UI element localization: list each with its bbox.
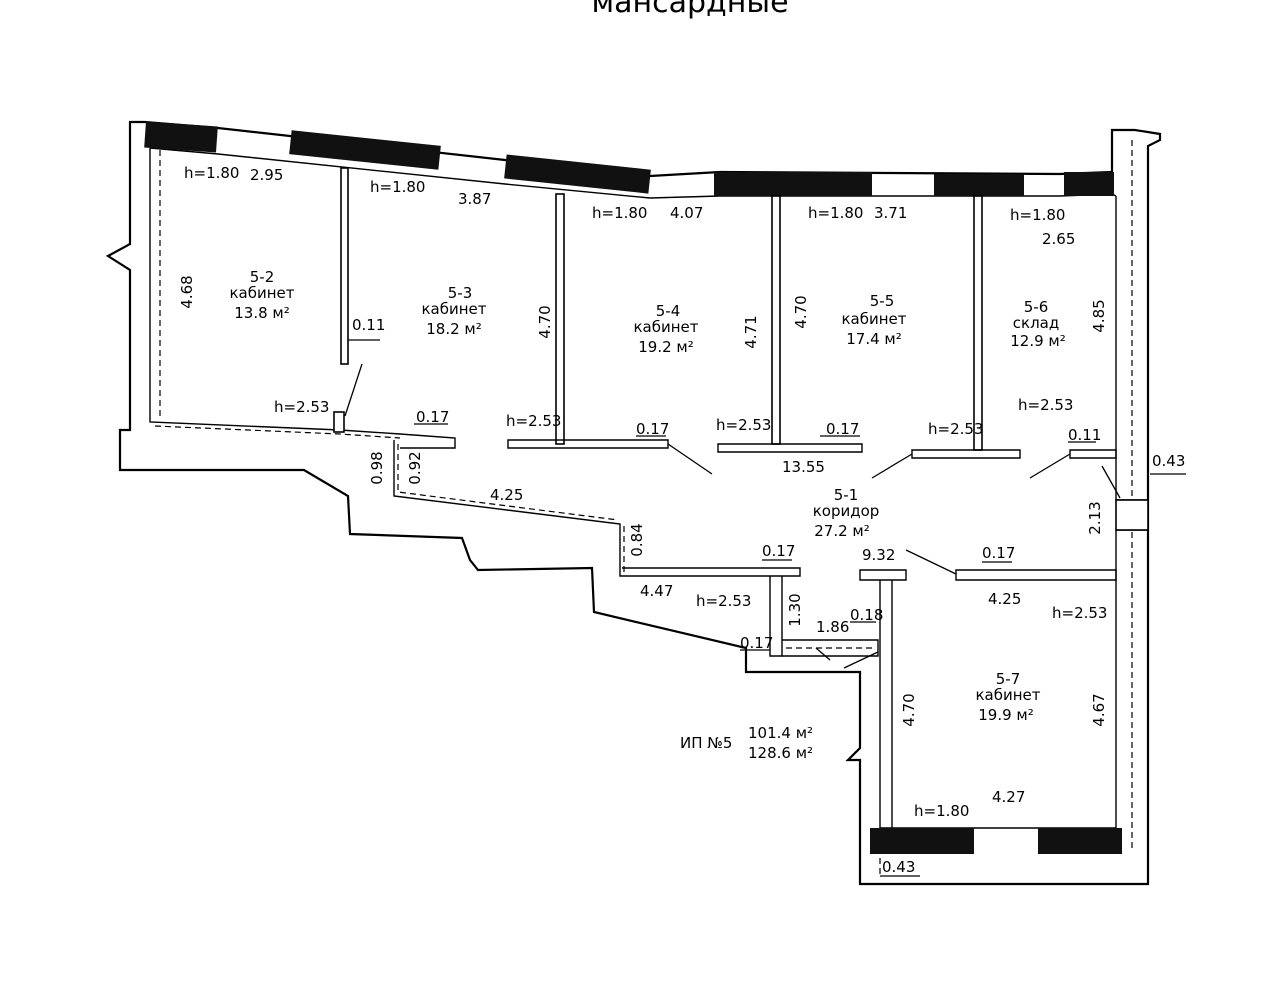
outer-walls (105, 120, 1162, 886)
dimension: 4.67 (1090, 693, 1108, 726)
dimension: 0.11 (1068, 426, 1101, 444)
dimension: 4.71 (742, 315, 760, 348)
dimension: 0.11 (352, 316, 385, 334)
room-id: 5-7 (996, 670, 1021, 688)
room-id: 5-1 (834, 486, 859, 504)
dimension: 0.17 (636, 420, 669, 438)
room-area: 13.8 м² (234, 304, 290, 322)
dimension: 0.98 (368, 451, 386, 484)
room-id: 5-4 (656, 302, 681, 320)
height-marks: h=1.80 h=1.80 h=1.80 h=1.80 h=1.80 h=1.8… (184, 164, 1107, 820)
room-area: 18.2 м² (426, 320, 482, 338)
room-name: склад (1013, 314, 1059, 332)
dimension: 2.65 (1042, 230, 1075, 248)
room-labels: 5-2 кабинет 13.8 м² 5-3 кабинет 18.2 м² … (229, 268, 1065, 724)
dimension: 9.32 (862, 546, 895, 564)
room-area: 12.9 м² (1010, 332, 1066, 350)
room-id: 5-6 (1024, 298, 1049, 316)
dimension: 4.27 (992, 788, 1025, 806)
dimension: 4.68 (178, 275, 196, 308)
height-label: h=1.80 (592, 204, 647, 222)
dimension: 2.13 (1086, 501, 1104, 534)
dimension: 0.43 (882, 858, 915, 876)
dimension: 13.55 (782, 458, 825, 476)
height-label: h=2.53 (274, 398, 329, 416)
dimension: 0.17 (982, 544, 1015, 562)
area-total-2: 128.6 м² (748, 744, 813, 762)
height-label: h=2.53 (1052, 604, 1107, 622)
height-label: h=2.53 (696, 592, 751, 610)
dimension: 1.86 (816, 618, 849, 636)
room-area: 19.9 м² (978, 706, 1034, 724)
height-label: h=2.53 (1018, 396, 1073, 414)
dimension: 0.84 (628, 523, 646, 556)
plan-title: мансардные (591, 0, 788, 20)
dimension: 0.17 (416, 408, 449, 426)
room-id: 5-5 (870, 292, 895, 310)
dimension: 4.07 (670, 204, 703, 222)
dimension: 4.47 (640, 582, 673, 600)
dimension: 4.85 (1090, 299, 1108, 332)
dimension: 0.92 (406, 451, 424, 484)
dimension: 3.87 (458, 190, 491, 208)
height-label: h=2.53 (506, 412, 561, 430)
room-name: кабинет (841, 310, 906, 328)
room-area: 17.4 м² (846, 330, 902, 348)
height-label: h=1.80 (184, 164, 239, 182)
height-label: h=2.53 (928, 420, 983, 438)
room-id: 5-2 (250, 268, 275, 286)
height-label: h=1.80 (370, 178, 425, 196)
dimension: 2.95 (250, 166, 283, 184)
room-name: коридор (813, 502, 880, 520)
room-name: кабинет (633, 318, 698, 336)
dimension: 4.70 (792, 295, 810, 328)
height-label: h=1.80 (914, 802, 969, 820)
dimension-labels: 2.95 3.87 4.07 3.71 2.65 4.68 0.11 4.70 … (178, 166, 1185, 876)
windows (144, 121, 1149, 854)
room-name: кабинет (229, 284, 294, 302)
room-name: кабинет (421, 300, 486, 318)
dimension: 4.25 (988, 590, 1021, 608)
dimension: 0.43 (1152, 452, 1185, 470)
dimension: 1.30 (786, 593, 804, 626)
dimension: 0.18 (850, 606, 883, 624)
room-area: 19.2 м² (638, 338, 694, 356)
room-name: кабинет (975, 686, 1040, 704)
unit-label: ИП №5 (680, 734, 732, 752)
dimension: 4.70 (536, 305, 554, 338)
dimension: 4.25 (490, 486, 523, 504)
dimension: 4.70 (900, 693, 918, 726)
dimension: 3.71 (874, 204, 907, 222)
area-total-1: 101.4 м² (748, 724, 813, 742)
height-label: h=1.80 (1010, 206, 1065, 224)
room-area: 27.2 м² (814, 522, 870, 540)
dimension: 0.17 (740, 634, 773, 652)
dimension: 0.17 (762, 542, 795, 560)
partitions (333, 167, 1186, 877)
room-id: 5-3 (448, 284, 473, 302)
summary-block: ИП №5 101.4 м² 128.6 м² (680, 724, 813, 762)
height-label: h=1.80 (808, 204, 863, 222)
dimension: 0.17 (826, 420, 859, 438)
height-label: h=2.53 (716, 416, 771, 434)
